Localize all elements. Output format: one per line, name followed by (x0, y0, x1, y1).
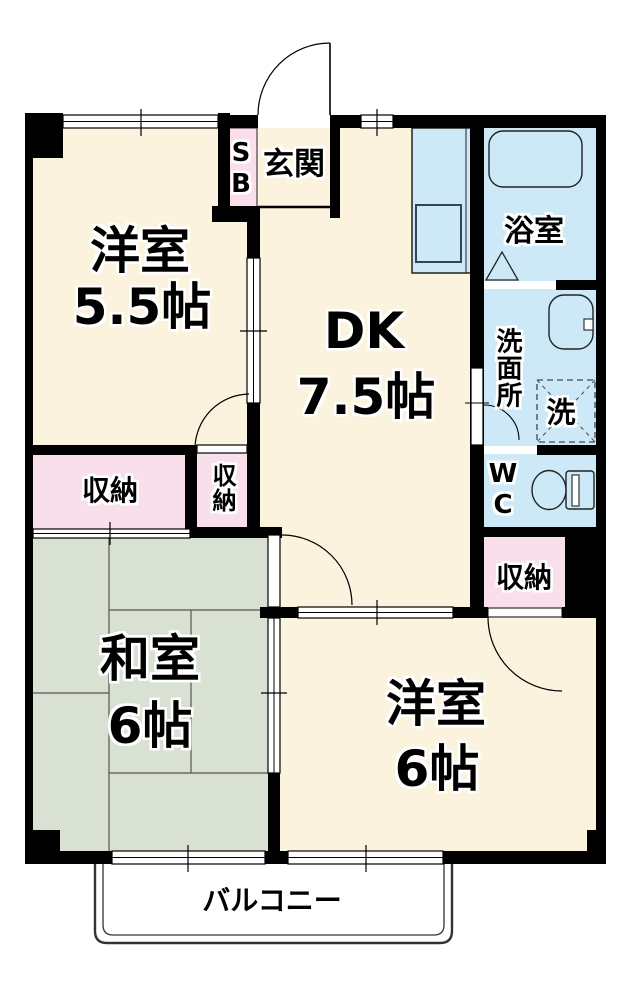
sliding-doors (32, 257, 454, 774)
label-entrance: 玄関 (263, 146, 325, 183)
room-label-western2: 洋室 (386, 675, 486, 733)
label-shoe-box: SB (226, 138, 256, 200)
window-japanese-room (111, 845, 266, 872)
storage-middle-area (197, 453, 247, 527)
label-washroom: 洗面所 (492, 327, 522, 409)
room-label-western1: 洋室 (90, 222, 190, 280)
bath-door-triangle-icon (484, 250, 520, 281)
label-laundry: 洗 (546, 395, 576, 430)
entrance-opening (258, 115, 330, 128)
kitchen-sink (415, 204, 462, 263)
wall-openings (258, 115, 556, 454)
storage-left-area (33, 455, 185, 529)
kitchen-counter (411, 127, 475, 274)
walls (25, 113, 606, 864)
window-west-room2 (287, 845, 444, 872)
bathtub-icon (488, 130, 583, 188)
label-balcony: バルコニー (202, 884, 342, 917)
sliding-door-dk-west-room1 (240, 257, 267, 404)
storage-right-door (487, 607, 563, 692)
label-storage-left: 収納 (81, 474, 139, 507)
room-size-western1: 5.5帖 (72, 278, 212, 336)
washbasin-faucet-icon (583, 318, 594, 331)
room-size-western2: 6帖 (394, 740, 480, 798)
sliding-door-japanese-west-room2 (261, 617, 287, 774)
balcony-outline (93, 864, 454, 945)
room-label-japanese: 和室 (100, 630, 200, 688)
sliding-door-storage-japanese (32, 522, 191, 545)
label-bathroom: 浴室 (504, 214, 564, 249)
entrance-door (257, 42, 331, 116)
washroom-door (465, 367, 520, 446)
tatami-grid-lines (33, 538, 268, 851)
room-size-japanese: 6帖 (107, 697, 193, 755)
toilet-icon (531, 469, 595, 511)
window-dk-small (360, 109, 394, 136)
swing-doors (194, 42, 563, 692)
washing-machine-icon (536, 379, 596, 443)
japanese-room-door (267, 534, 353, 608)
tatami-floor (33, 538, 268, 851)
label-storage-middle: 収納 (208, 463, 236, 513)
room-size-dk: 7.5帖 (296, 368, 436, 426)
storage-middle-door (194, 393, 250, 454)
label-storage-right: 収納 (495, 561, 553, 594)
room-label-dk: DK (323, 302, 405, 360)
toilet-door-opening (484, 446, 537, 454)
label-toilet: WC (488, 459, 518, 521)
fixtures (411, 127, 596, 511)
window-west-room1 (62, 109, 219, 136)
storage-right-area (484, 537, 565, 607)
windows (62, 109, 444, 872)
bathroom-door-opening (484, 281, 556, 289)
sliding-door-dk-west-room2 (297, 600, 454, 625)
